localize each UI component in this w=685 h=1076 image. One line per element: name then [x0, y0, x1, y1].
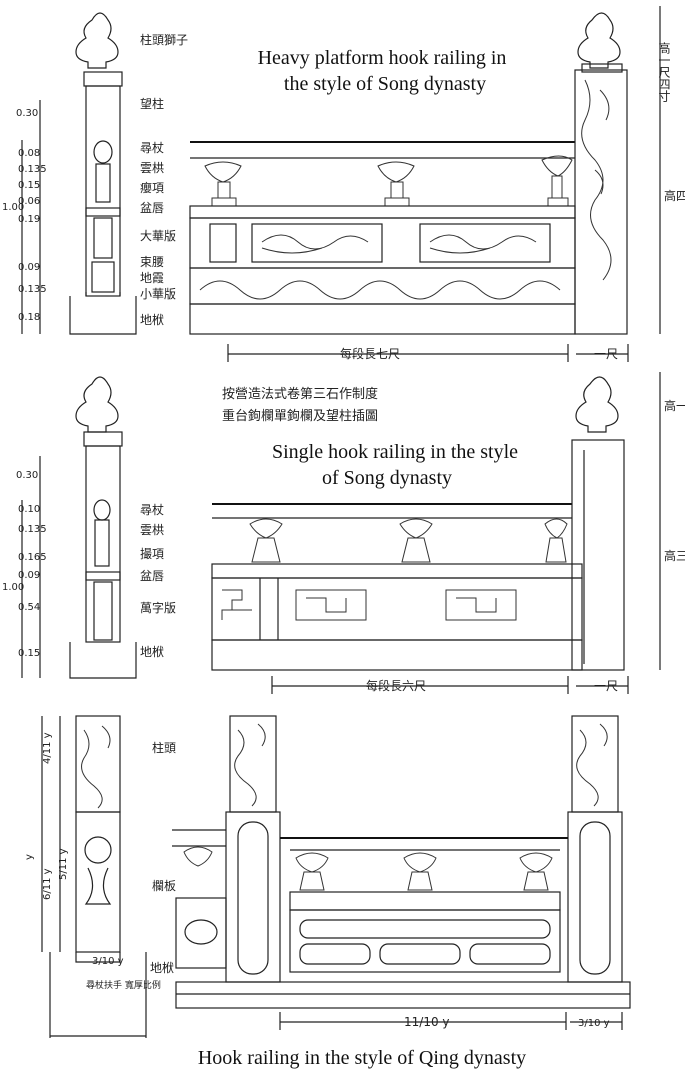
dim2-0: 0.30: [16, 470, 38, 481]
caption-song-single-2: of Song dynasty: [290, 466, 484, 490]
dim3-2: 6/11 y: [42, 868, 53, 900]
dim2-1: 0.10: [18, 504, 40, 515]
dim-5: 0.19: [18, 214, 40, 225]
front-elevation-2: [211, 376, 625, 671]
caption-song-heavy-1: Heavy platform hook railing in: [222, 46, 542, 70]
label2-2: 撮項: [140, 547, 164, 561]
panel2-title-line1: 按營造法式卷第三石作制度: [222, 386, 378, 402]
post-height-2: 高三尺五寸: [664, 548, 685, 563]
label-7: 束腰: [140, 255, 164, 269]
label-5: 盆唇: [140, 201, 164, 215]
dim-8: 0.18: [18, 312, 40, 323]
dims-left-1: 1.00 0.30 0.08 0.135 0.15 0.06 0.19 0.09…: [2, 100, 47, 334]
front-elevation-1: [189, 12, 628, 335]
span-label-1: 每段長七尺: [340, 346, 400, 361]
post-height-1: 高四尺: [664, 188, 685, 203]
note3: 尋杖扶手 寬厚比例: [86, 979, 161, 991]
dims-left-3: 4/11 y y 6/11 y 5/11 y 3/10 y: [24, 716, 124, 967]
dim2-3: 0.165: [18, 552, 47, 563]
label2-0: 尋杖: [140, 502, 164, 517]
dim-2: 0.135: [18, 164, 47, 175]
span-dim-3: 11/10 y 3/10 y: [279, 1012, 623, 1030]
label-6: 大華版: [140, 229, 176, 243]
dim3-small: 3/10 y: [92, 956, 124, 967]
dim3-0: 4/11 y: [42, 732, 53, 764]
label3-2: 地栿: [150, 960, 174, 975]
label2-5: 地栿: [140, 644, 164, 659]
dim-total: 1.00: [2, 202, 24, 213]
caption-song-single-1: Single hook railing in the style: [238, 440, 552, 464]
label-4: 癭項: [140, 180, 164, 195]
dim-3: 0.15: [18, 180, 40, 191]
panel-qing: 4/11 y y 6/11 y 5/11 y 3/10 y 柱頭 欄板 地栿 尋…: [24, 715, 631, 1038]
dim-6: 0.09: [18, 262, 40, 273]
label-1: 望柱: [140, 96, 164, 111]
side-post-1: [69, 12, 137, 335]
front-elevation-3: [172, 715, 631, 1009]
dim3-3: 5/11 y: [58, 848, 69, 880]
label-10: 地栿: [140, 312, 164, 327]
label-0: 柱頭獅子: [140, 32, 188, 47]
dim3-1: y: [24, 854, 35, 860]
caption-song-heavy-2: the style of Song dynasty: [248, 72, 522, 96]
side-post-3: [49, 715, 147, 1038]
label-2: 尋杖: [140, 140, 164, 155]
dim2-2: 0.135: [18, 524, 47, 535]
panel2-title-line2: 重台鉤欄單鉤欄及望柱插圖: [222, 408, 378, 424]
label-3: 雲栱: [140, 161, 164, 175]
dim-4: 0.06: [18, 196, 40, 207]
span-dim-2: 每段長六尺 一尺: [271, 676, 629, 694]
span-label-3: 11/10 y: [404, 1015, 450, 1029]
caption-qing: Hook railing in the style of Qing dynast…: [160, 1046, 564, 1070]
side-post-2: [69, 376, 137, 679]
dim-1: 0.08: [18, 148, 40, 159]
top-height-2: 高一尺二寸: [664, 398, 685, 413]
label2-4: 萬字版: [140, 600, 176, 615]
label-9: 小華版: [140, 287, 176, 301]
dim-7: 0.135: [18, 284, 47, 295]
dims-right-1: 高一尺四寸 高四尺: [657, 6, 685, 334]
dim2-4: 0.09: [18, 570, 40, 581]
dim2-total: 1.00: [2, 582, 24, 593]
dim2-5: 0.54: [18, 602, 40, 613]
labels-3: 柱頭 欄板 地栿 尋杖扶手 寬厚比例: [86, 740, 176, 991]
panel-song-single: 按營造法式卷第三石作制度 重台鉤欄單鉤欄及望柱插圖 1.00 0.30 0.10…: [2, 372, 685, 694]
labels-2: 尋杖 雲栱 撮項 盆唇 萬字版 地栿: [140, 502, 176, 659]
post-width-1: 一尺: [594, 347, 618, 361]
label2-1: 雲栱: [140, 523, 164, 537]
label2-3: 盆唇: [140, 569, 164, 583]
labels-1: 柱頭獅子 望柱 尋杖 雲栱 癭項 盆唇 大華版 束腰 地霞 小華版 地栿: [140, 32, 188, 327]
dim2-6: 0.15: [18, 648, 40, 659]
post-width-3: 3/10 y: [578, 1018, 610, 1029]
label3-0: 柱頭: [152, 740, 176, 755]
panel-song-heavy: 1.00 0.30 0.08 0.135 0.15 0.06 0.19 0.09…: [2, 6, 685, 362]
label-8: 地霞: [140, 271, 164, 285]
dims-right-2: 高一尺二寸 高三尺五寸: [659, 372, 685, 670]
span-label-2: 每段長六尺: [366, 678, 426, 693]
top-height-1: 高一尺四寸: [657, 41, 671, 102]
post-width-2: 一尺: [594, 679, 618, 693]
dim-0: 0.30: [16, 108, 38, 119]
label3-1: 欄板: [152, 878, 176, 893]
span-dim-1: 每段長七尺 一尺: [227, 344, 629, 362]
dims-left-2: 1.00 0.30 0.10 0.135 0.165 0.09 0.54 0.1…: [2, 456, 47, 678]
